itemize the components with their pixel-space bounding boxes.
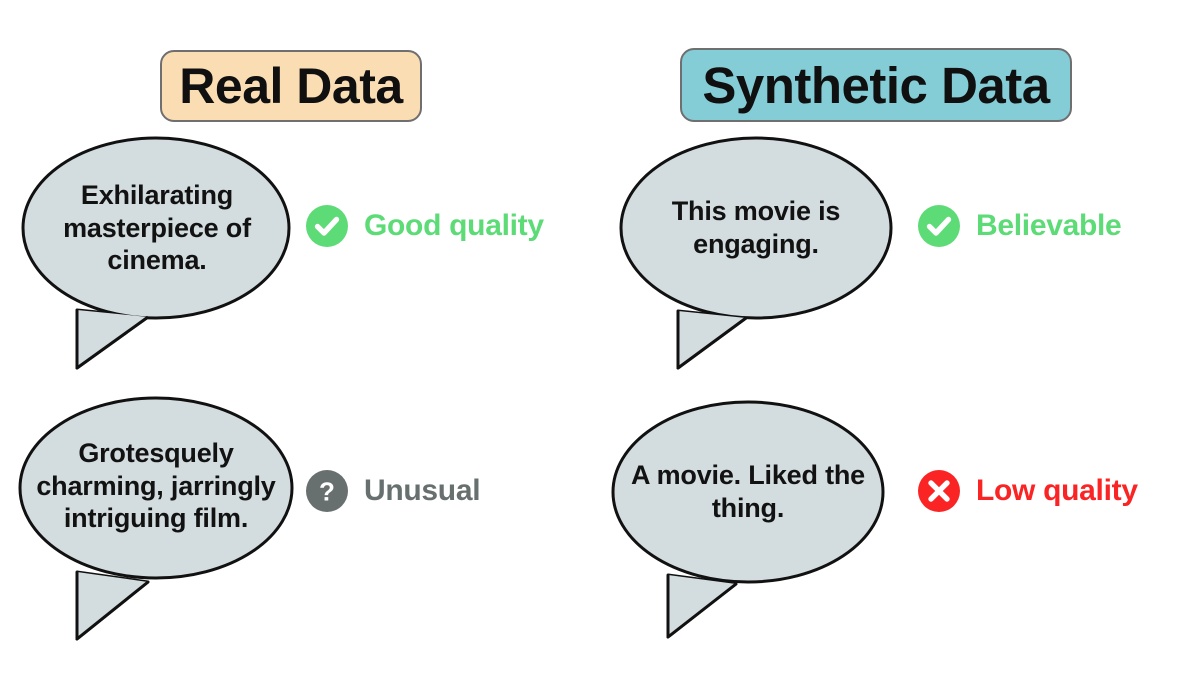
speech-bubble-real-top: Exhilarating masterpiece of cinema. xyxy=(20,136,310,376)
column-header-synthetic-data: Synthetic Data xyxy=(680,48,1072,122)
question-circle-icon: ? xyxy=(306,470,348,512)
check-circle-icon xyxy=(306,205,348,247)
speech-bubble-synthetic-top: This movie is engaging. xyxy=(616,136,912,376)
bubble-quote-synthetic-top: This movie is engaging. xyxy=(671,196,841,259)
verdict-label-synthetic-top: Believable xyxy=(976,209,1122,242)
bubble-quote-real-bottom: Grotesquely charming, jarringly intrigui… xyxy=(36,437,276,534)
verdict-label-real-bottom: Unusual xyxy=(364,474,481,507)
verdict-real-top: Good quality xyxy=(306,205,544,247)
bubble-quote-synthetic-bottom: A movie. Liked the thing. xyxy=(631,460,865,523)
check-circle-icon xyxy=(918,205,960,247)
svg-text:?: ? xyxy=(319,477,335,507)
speech-bubble-real-bottom: Grotesquely charming, jarringly intrigui… xyxy=(12,396,308,646)
verdict-real-bottom: ? Unusual xyxy=(306,470,481,512)
verdict-synthetic-top: Believable xyxy=(918,205,1122,247)
bubble-quote-real-top: Exhilarating masterpiece of cinema. xyxy=(63,179,251,276)
verdict-label-real-top: Good quality xyxy=(364,209,544,242)
speech-bubble-synthetic-bottom: A movie. Liked the thing. xyxy=(604,400,904,650)
verdict-synthetic-bottom: Low quality xyxy=(918,470,1138,512)
x-circle-icon xyxy=(918,470,960,512)
column-header-real-data: Real Data xyxy=(160,50,422,122)
verdict-label-synthetic-bottom: Low quality xyxy=(976,474,1138,507)
